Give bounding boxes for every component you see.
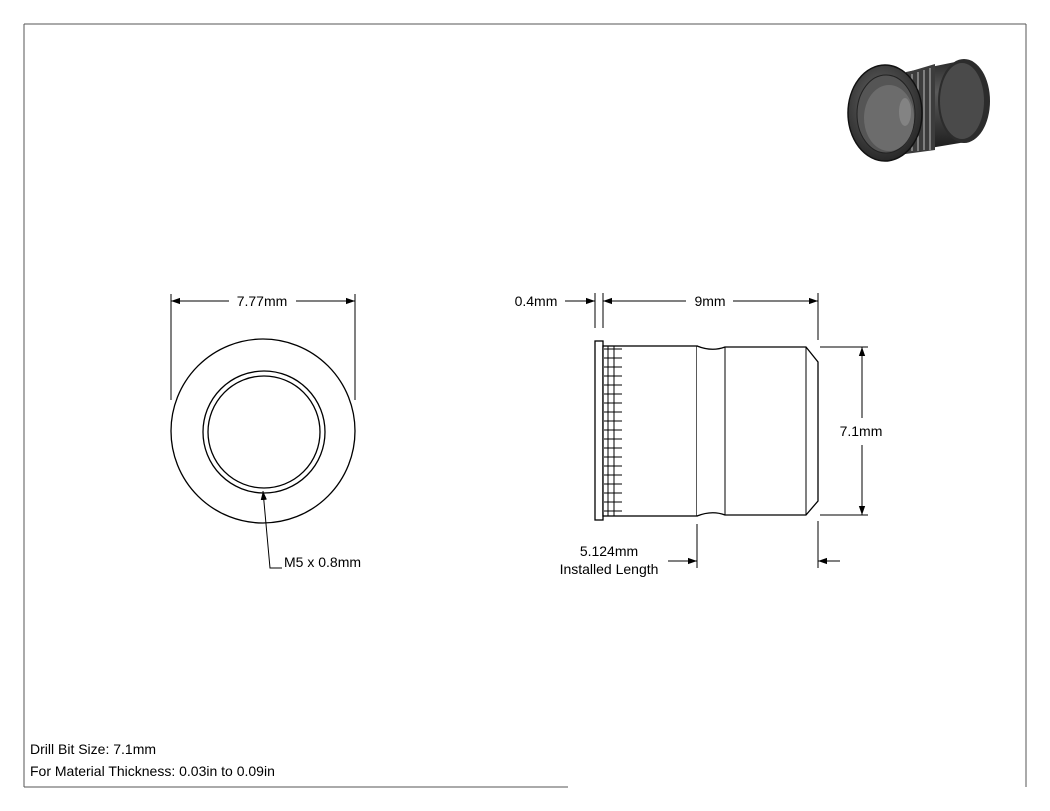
drill-bit-note: Drill Bit Size: 7.1mm	[30, 741, 157, 757]
isometric-render	[847, 59, 990, 162]
installed-length-label: Installed Length	[560, 561, 659, 577]
flange-circle	[170, 338, 356, 524]
dim-installed-length: 5.124mm Installed Length	[560, 521, 840, 577]
body-profile	[696, 345, 819, 517]
knurl-section	[602, 345, 698, 517]
flange-thickness-label: 0.4mm	[515, 293, 558, 309]
thread-outer-circle	[202, 370, 326, 494]
knurl-teeth	[604, 346, 622, 516]
side-view	[594, 340, 819, 521]
material-thickness-note: For Material Thickness: 0.03in to 0.09in	[30, 763, 275, 779]
thread-inner-circle	[207, 375, 321, 489]
thread-callout: M5 x 0.8mm	[260, 490, 361, 570]
drawing-frame	[23, 23, 1027, 788]
body-length-label: 9mm	[694, 293, 725, 309]
flange-profile	[594, 340, 604, 521]
body-diameter-label: 7.1mm	[840, 423, 883, 439]
dim-flange-diameter: 7.77mm	[170, 293, 356, 400]
thread-label: M5 x 0.8mm	[284, 554, 361, 570]
flange-diameter-label: 7.77mm	[237, 293, 288, 309]
installed-length-value: 5.124mm	[580, 543, 638, 559]
dim-body-diameter: 7.1mm	[820, 346, 883, 516]
dim-length-top: 0.4mm 9mm	[515, 293, 819, 340]
